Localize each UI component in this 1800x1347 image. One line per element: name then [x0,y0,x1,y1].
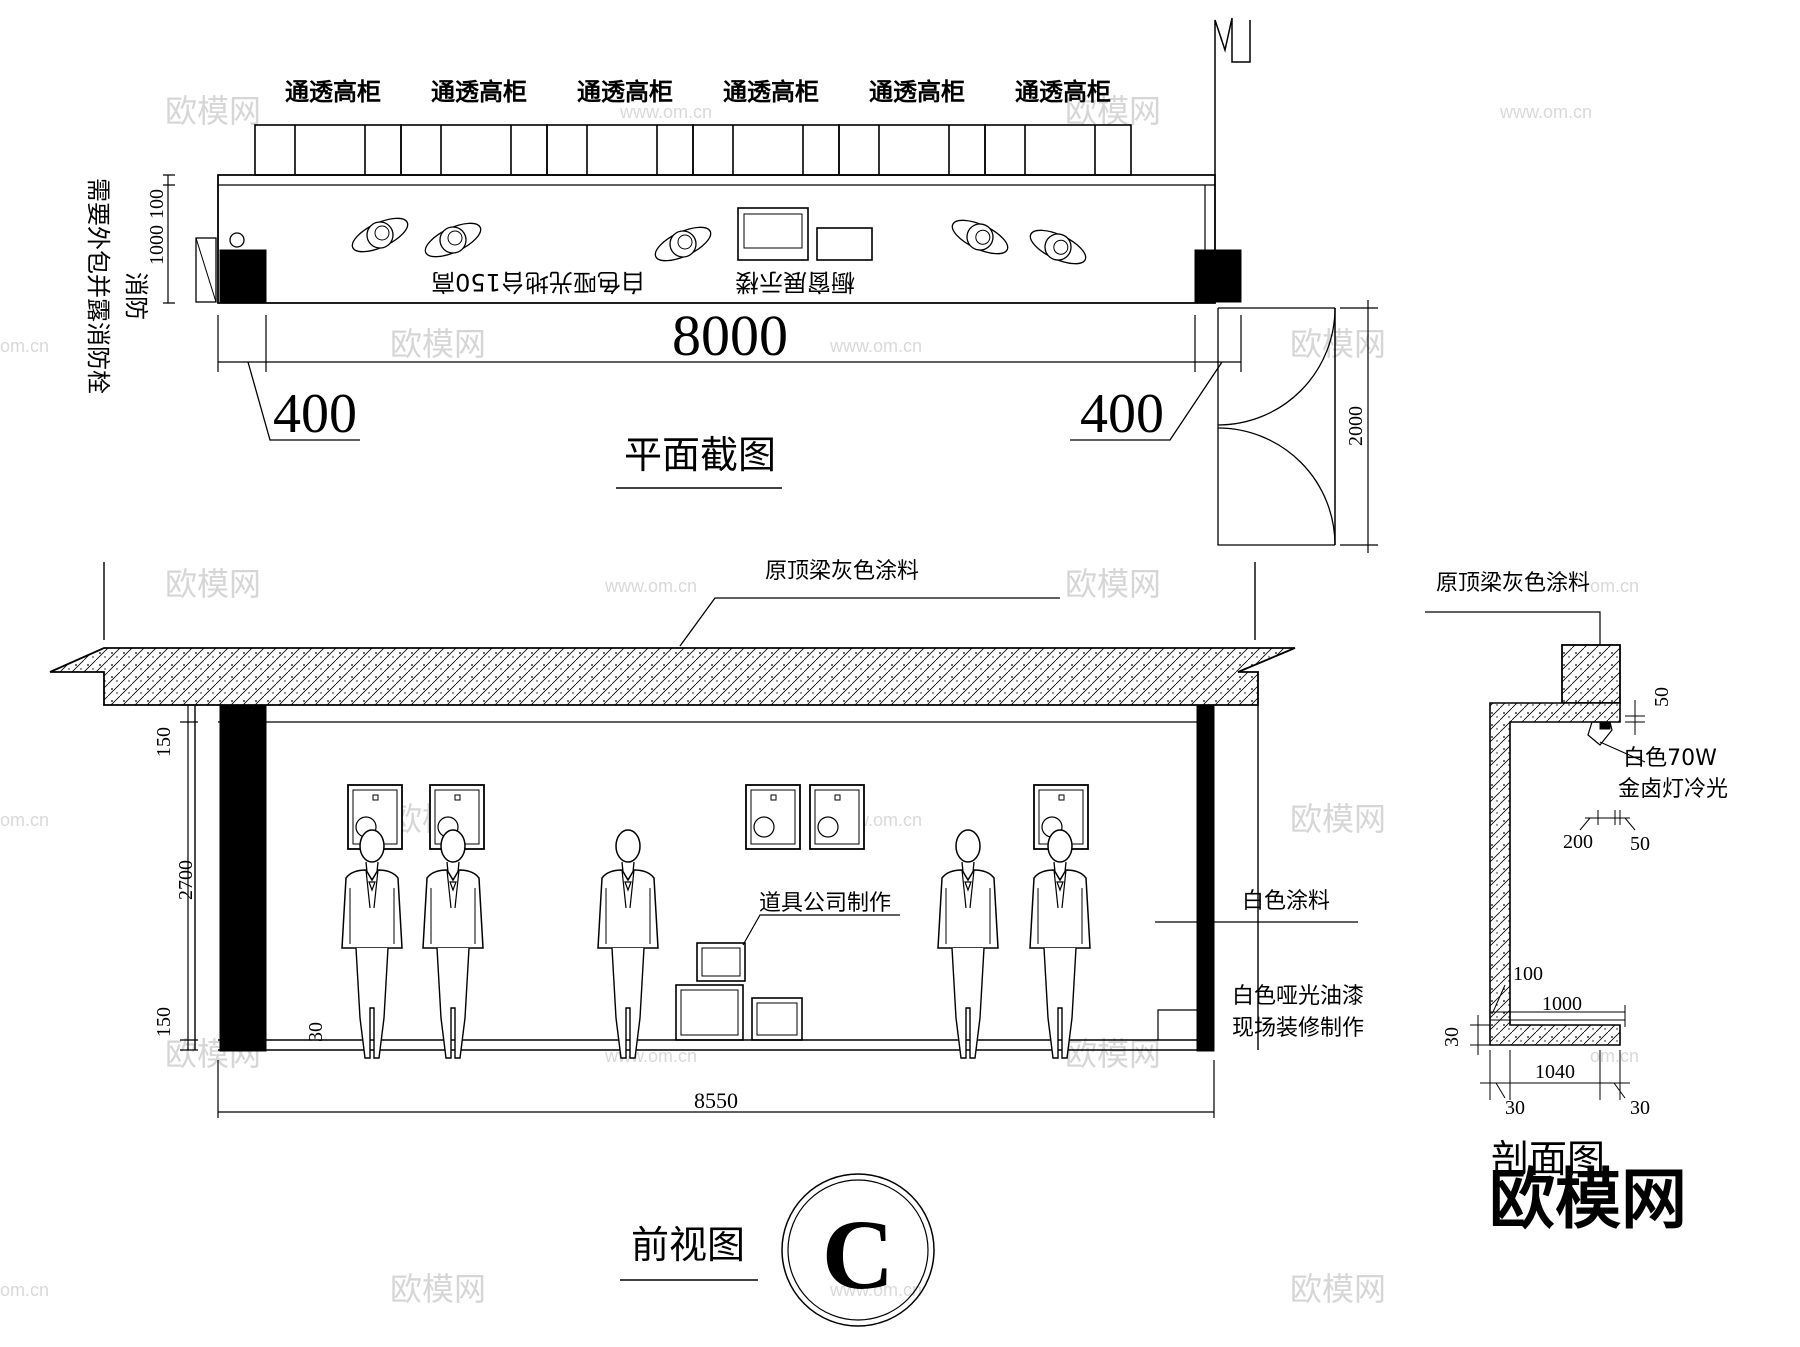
view-marker [781,1173,935,1327]
view-marker-letter: C [822,1199,894,1310]
plan-dim-8000: 8000 [672,303,788,368]
watermark-url: www.om.cn [829,1280,922,1300]
mannequin [422,829,484,1059]
front-dim-150-bottom: 150 [153,1007,175,1037]
cabinets [254,124,1132,176]
lamp-label-2: 金卤灯冷光 [1618,777,1728,802]
door [1217,307,1335,546]
watermarks: 欧模网 欧模网 www.om.cn www.om.cn 欧模网 欧模网 www.… [0,92,1639,1308]
watermark-brand: 欧模网 [390,1270,486,1308]
fire-label: 消防 [122,272,150,320]
props-label: 道具公司制作 [759,891,891,916]
section-dim-100: 100 [1513,963,1543,985]
wall-label: 白色涂料 [1242,889,1330,914]
cabinet-label: 通透高柜 [577,78,673,106]
column-right [1196,704,1215,1052]
watermark-brand: 欧模网 [165,92,261,130]
watermark-url: om.cn [0,810,49,830]
window-label: 橱窗展示楼 [735,268,855,296]
ceiling-label: 原顶梁灰色涂料 [765,559,919,584]
lamp-label-1: 白色70W [1623,746,1717,771]
cabinet-label: 通透高柜 [723,78,819,106]
display-unit [737,207,809,261]
plan-title: 平面截图 [624,433,776,477]
plan-dim-400-right: 400 [1080,383,1164,445]
section-profile [1489,702,1621,1046]
front-view: 原顶梁灰色涂料 道具公司制作 白色涂料 白色哑光油漆 [49,559,1364,1327]
watermark-brand: 欧模网 [1065,92,1161,130]
plan-dim-1000: 1000 [146,225,168,265]
prop-boxes [675,942,803,1041]
section-dim-30-side: 30 [1441,1027,1463,1047]
wall-frame [745,784,801,850]
section-ceiling-label: 原顶梁灰色涂料 [1436,571,1590,596]
cabinet-label: 通透高柜 [869,78,965,106]
section-dim-50-top: 50 [1651,687,1673,707]
fire-hydrant-box [195,237,217,303]
watermark-brand: 欧模网 [1290,1270,1386,1308]
ceiling-beam [49,647,1296,706]
watermark-url: om.cn [1590,576,1639,596]
column-right [1194,249,1242,303]
fire-note: 需要外包并露消防栓 [84,178,112,394]
watermark-url: www.om.cn [829,336,922,356]
watermark-brand: 欧模网 [1065,565,1161,603]
front-dim-8550: 8550 [694,1088,738,1113]
section-dim-1000: 1000 [1542,993,1582,1015]
cabinet-label: 通透高柜 [1015,78,1111,106]
section-dim-30-right: 30 [1630,1097,1650,1119]
watermark-url: om.cn [0,336,49,356]
floor-label-2: 现场装修制作 [1232,1016,1364,1041]
plan-dim-2000: 2000 [1345,406,1367,446]
cabinet-labels: 通透高柜 通透高柜 通透高柜 通透高柜 通透高柜 通透高柜 [285,78,1111,106]
floor-label-1: 白色哑光油漆 [1232,984,1364,1009]
watermark-brand: 欧模网 [165,565,261,603]
plan-dim-100: 100 [146,189,168,219]
front-dim-30: 30 [305,1022,327,1042]
mannequin [1029,829,1091,1059]
column-left [219,704,267,1052]
watermark-brand: 欧模网 [1290,325,1386,363]
watermark-url: www.om.cn [1499,102,1592,122]
watermark-brand: 欧模网 [390,325,486,363]
watermark-brand: 欧模网 [1065,1035,1161,1073]
platform-label: 白色哑光地台150高 [431,268,645,296]
spotlight-icon [347,210,413,260]
section-title: 剖面图 [1491,1137,1605,1181]
watermark-url: www.om.cn [604,1046,697,1066]
spotlight-icon [420,215,486,265]
mannequin [341,829,403,1059]
watermark-url: www.om.cn [604,576,697,596]
plan-view: 通透高柜 通透高柜 通透高柜 通透高柜 通透高柜 通透高柜 [84,17,1378,553]
watermark-logo: 欧模网 [1489,1161,1687,1238]
spotlight-icon [650,219,716,269]
lamp-icon [1587,721,1613,746]
watermark-brand: 欧模网 [1290,800,1386,838]
watermark-url: om.cn [0,1280,49,1300]
section-beam [1561,644,1621,704]
cabinet-label: 通透高柜 [431,78,527,106]
wall-frame [809,784,865,850]
spotlight-icon [940,196,1020,278]
mannequin [937,829,999,1059]
section-dim-50: 50 [1630,833,1650,855]
section-dim-1040: 1040 [1535,1061,1575,1083]
cabinet-label: 通透高柜 [285,78,381,106]
plan-dim-400-left: 400 [273,383,357,445]
section-dim-30-left: 30 [1505,1097,1525,1119]
watermark-url: www.om.cn [619,102,712,122]
front-title: 前视图 [631,1223,745,1267]
display-unit [816,227,873,261]
spotlight-icon [1018,206,1098,288]
column-left [219,249,267,303]
front-dim-2700: 2700 [175,860,197,900]
section-dim-200: 200 [1563,831,1593,853]
mannequin [597,829,659,1059]
front-dim-150-top: 150 [153,727,175,757]
section-view: 原顶梁灰色涂料 白色70W 金卤灯冷光 50 200 50 100 1000 3… [1425,571,1728,1239]
watermark-url: om.cn [1590,1046,1639,1066]
